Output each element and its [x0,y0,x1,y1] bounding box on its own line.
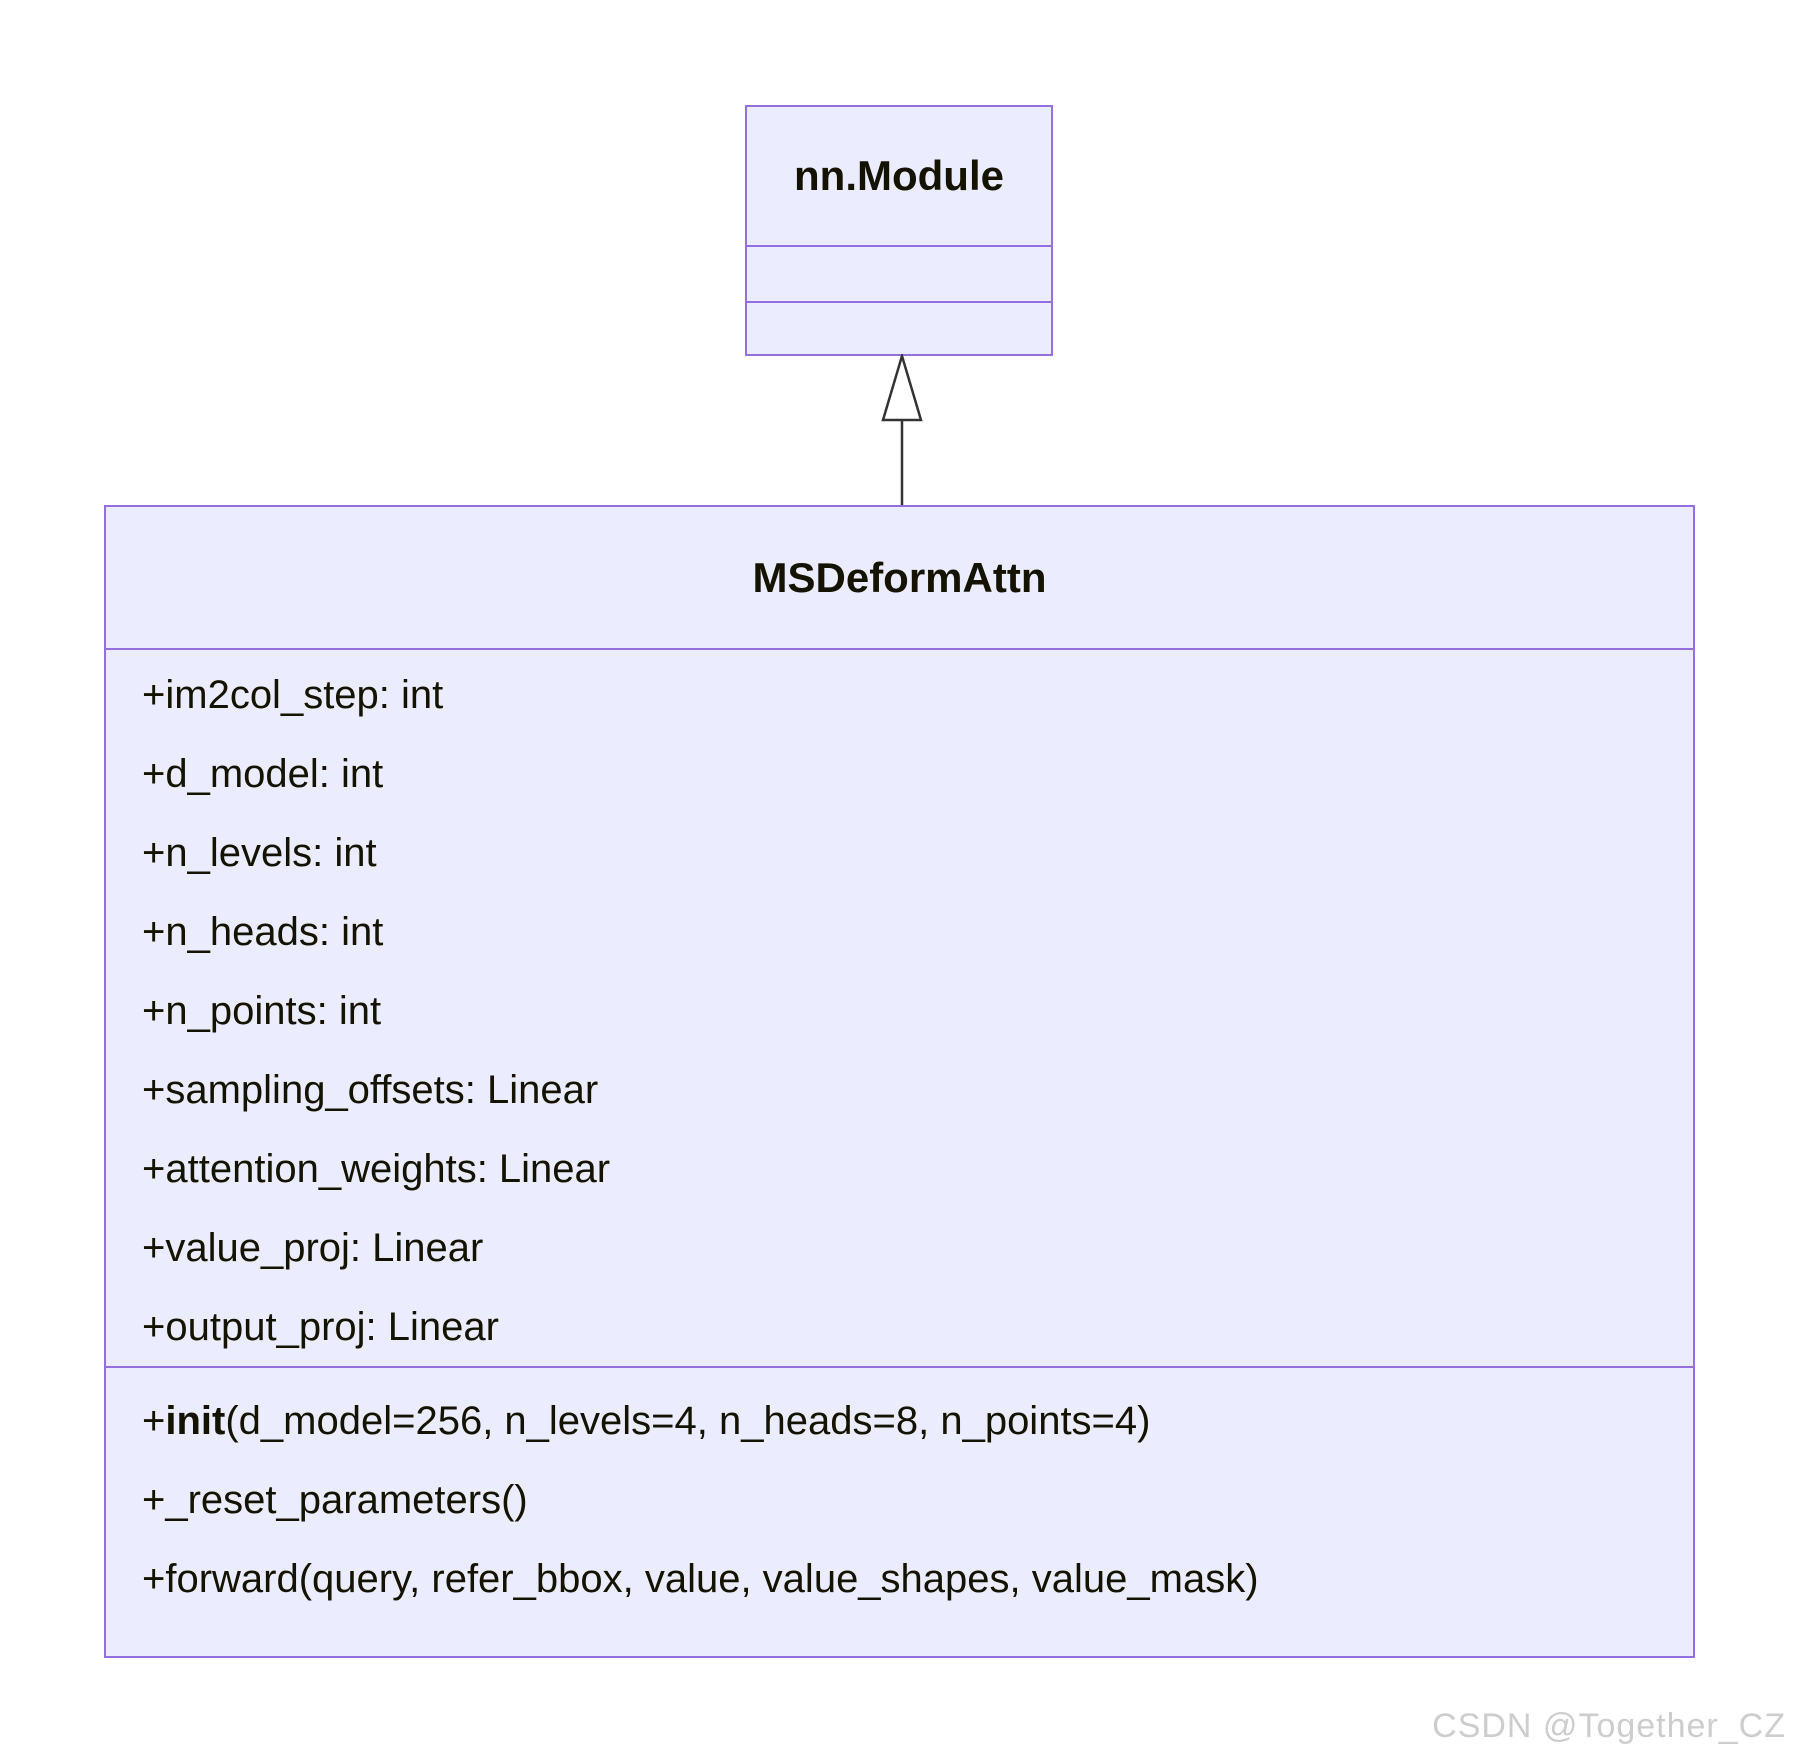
member-line: +n_heads: int [142,910,384,954]
member-line: +im2col_step: int [142,673,444,717]
member-line: +sampling_offsets: Linear [142,1068,599,1112]
member-line: +attention_weights: Linear [142,1147,611,1191]
member-line: +n_points: int [142,989,382,1033]
class-title-msdeformattn: MSDeformAttn [752,553,1047,601]
member-line: +init(d_model=256, n_levels=4, n_heads=8… [142,1399,1151,1443]
watermark: CSDN @Together_CZ [1432,1707,1786,1745]
member-line: +forward(query, refer_bbox, value, value… [142,1557,1259,1601]
inheritance-triangle-icon [881,354,923,422]
class-box-nn-module: nn.Module [745,105,1053,356]
class-title-nn-module: nn.Module [794,152,1004,199]
inheritance-arrow [881,354,923,506]
class-box-msdeformattn: MSDeformAttn +im2col_step: int +d_model: … [104,505,1695,1658]
member-line: +d_model: int [142,752,384,796]
member-line: +value_proj: Linear [142,1226,484,1270]
member-line: +_reset_parameters() [142,1478,528,1522]
methods-compartment-nn-module [747,301,1051,354]
member-line: +n_levels: int [142,831,377,875]
methods-compartment-msdeformattn: +init(d_model=256, n_levels=4, n_heads=8… [106,1366,1693,1656]
member-line: +output_proj: Linear [142,1305,499,1349]
attributes-compartment-msdeformattn: +im2col_step: int +d_model: int +n_levels:… [106,648,1693,1366]
attributes-compartment-nn-module [747,245,1051,301]
